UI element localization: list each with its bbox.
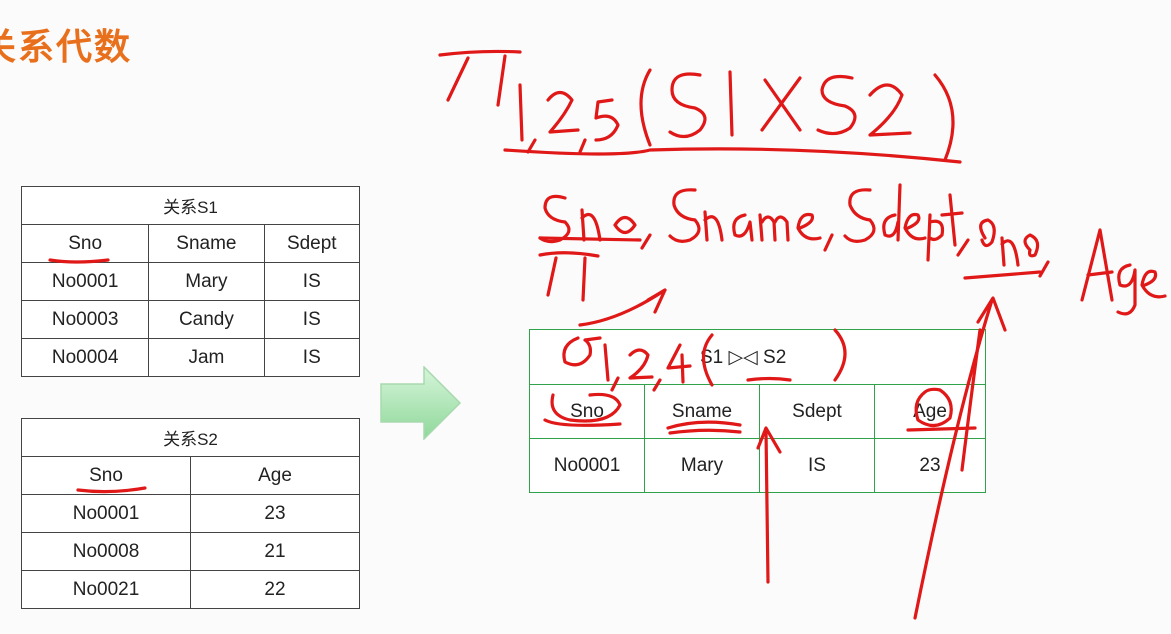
result-header-sname: Sname [644, 384, 760, 439]
table-row: No0004 Jam IS [20, 338, 361, 377]
table-cell: IS [263, 300, 361, 339]
relation-s1-table: 关系S1 Sno Sname Sdept No0001 Mary IS No00… [20, 186, 361, 377]
result-join-table: S1 ▷◁ S2 Sno Sname Sdept Age No0001 Mary… [529, 329, 986, 493]
s2-header-age: Age [190, 456, 360, 495]
s1-header-sno: Sno [20, 224, 150, 263]
table-cell: Jam [148, 338, 265, 377]
table-cell: 22 [190, 570, 360, 609]
result-header-age: Age [874, 384, 986, 439]
table-cell: No0001 [20, 262, 150, 301]
table-row: No0001 Mary IS 23 [529, 438, 986, 493]
table-cell: 21 [190, 532, 360, 571]
table-cell: No0021 [21, 570, 191, 609]
result-header-sno: Sno [529, 384, 645, 439]
table-cell: IS [263, 338, 361, 377]
s2-caption: 关系S2 [21, 418, 360, 457]
result-caption: S1 ▷◁ S2 [529, 329, 986, 385]
s2-header-sno: Sno [21, 456, 191, 495]
s1-header-sname: Sname [148, 224, 265, 263]
table-cell: No0001 [21, 494, 191, 533]
table-cell: Mary [148, 262, 265, 301]
table-row: No0021 22 [21, 570, 360, 609]
table-header-row: Sno Sname Sdept Age [529, 384, 986, 439]
table-cell: No0008 [21, 532, 191, 571]
table-cell: IS [759, 438, 875, 493]
table-header-row: Sno Age [21, 456, 360, 495]
table-header-row: Sno Sname Sdept [20, 224, 361, 263]
table-cell: IS [263, 262, 361, 301]
table-cell: Mary [644, 438, 760, 493]
table-cell: 23 [874, 438, 986, 493]
result-header-sdept: Sdept [759, 384, 875, 439]
slide-title: 关系代数 [0, 27, 133, 68]
table-cell: No0001 [529, 438, 645, 493]
table-row: No0008 21 [21, 532, 360, 571]
table-cell: No0004 [20, 338, 150, 377]
right-arrow-icon [380, 366, 462, 440]
table-cell: Candy [148, 300, 265, 339]
relation-s2-table: 关系S2 Sno Age No0001 23 No0008 21 No0021 … [21, 418, 360, 609]
s1-caption: 关系S1 [21, 186, 360, 225]
table-cell: 23 [190, 494, 360, 533]
table-row: No0001 Mary IS [20, 262, 361, 301]
table-row: No0001 23 [21, 494, 360, 533]
table-cell: No0003 [20, 300, 150, 339]
table-row: No0003 Candy IS [20, 300, 361, 339]
s1-header-sdept: Sdept [263, 224, 361, 263]
